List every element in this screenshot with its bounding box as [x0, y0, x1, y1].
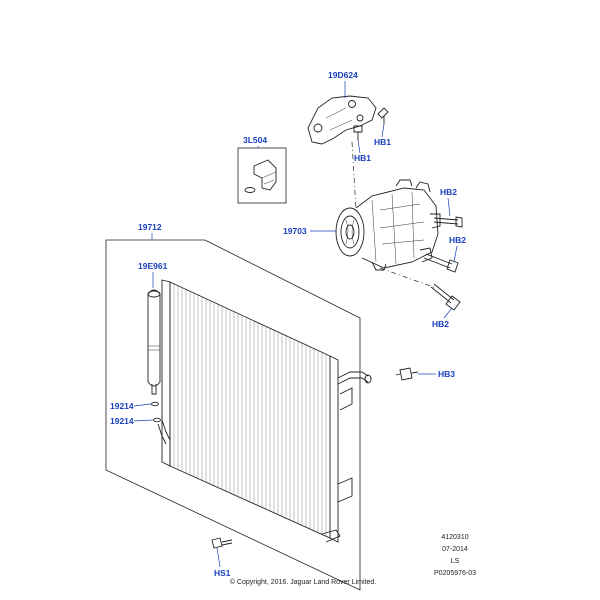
- cap-kit-illustration: [237, 147, 287, 204]
- condenser-illustration: [157, 279, 372, 543]
- callout-19703[interactable]: 19703: [283, 226, 336, 236]
- callout-label-receiver-drier: 19E961: [138, 261, 168, 271]
- callout-label-hb1-lower: HB1: [354, 153, 371, 163]
- centerline-bracket-to-compressor: [351, 141, 357, 211]
- callout-label-hb3: HB3: [438, 369, 455, 379]
- meta-part-ref: P0205976-03: [434, 570, 476, 577]
- callout-label-condenser: 19712: [138, 222, 162, 232]
- receiver-drier-illustration: [147, 289, 161, 423]
- callout-hb1-right[interactable]: HB1: [374, 123, 391, 147]
- callout-19d624[interactable]: 19D624: [328, 70, 358, 98]
- compressor-bolt-lower: [430, 283, 461, 311]
- callout-label-hb1-right: HB1: [374, 137, 391, 147]
- callout-label-hb2-mid: HB2: [449, 235, 466, 245]
- callout-hs1[interactable]: HS1: [214, 547, 231, 578]
- condenser-outline-frame: [105, 239, 361, 591]
- diagram-meta: 4120310 07-2014 LS P0205976-03: [434, 534, 476, 577]
- callout-hb2-mid[interactable]: HB2: [449, 235, 466, 263]
- bolt-hs1-illustration: [211, 537, 233, 549]
- callout-19214-lower[interactable]: 19214: [110, 416, 154, 426]
- callout-hb2-top[interactable]: HB2: [440, 187, 457, 217]
- callout-label-hb2-top: HB2: [440, 187, 457, 197]
- meta-code: 4120310: [441, 534, 468, 541]
- callout-hb2-low[interactable]: HB2: [432, 307, 453, 329]
- callout-label-oring-1: 19214: [110, 401, 134, 411]
- callout-label-hb2-low: HB2: [432, 319, 449, 329]
- compressor-bolt-upper: [433, 216, 463, 228]
- callout-label-bracket: 19D624: [328, 70, 358, 80]
- callout-label-cap-kit: 3L504: [243, 135, 267, 145]
- callout-19214-upper[interactable]: 19214: [110, 401, 152, 411]
- condenser-fins: [173, 283, 327, 537]
- callout-label-compressor: 19703: [283, 226, 307, 236]
- callout-19712[interactable]: 19712: [138, 222, 162, 240]
- bolt-hb3-illustration: [395, 367, 419, 381]
- compressor-illustration: [335, 179, 441, 271]
- callout-label-hs1: HS1: [214, 568, 231, 578]
- callout-hb1-lower[interactable]: HB1: [354, 139, 371, 163]
- callout-19e961[interactable]: 19E961: [138, 261, 168, 288]
- mounting-bracket-illustration: [307, 95, 389, 145]
- meta-date: 07-2014: [442, 546, 468, 553]
- compressor-bolt-middle: [423, 253, 459, 273]
- centerline-compressor-bolts: [379, 267, 437, 289]
- copyright-notice: © Copyright, 2016. Jaguar Land Rover Lim…: [230, 578, 376, 586]
- callout-label-oring-2: 19214: [110, 416, 134, 426]
- callout-hb3[interactable]: HB3: [418, 369, 455, 379]
- callout-3l504[interactable]: 3L504: [243, 135, 267, 148]
- meta-initials: LS: [451, 558, 460, 565]
